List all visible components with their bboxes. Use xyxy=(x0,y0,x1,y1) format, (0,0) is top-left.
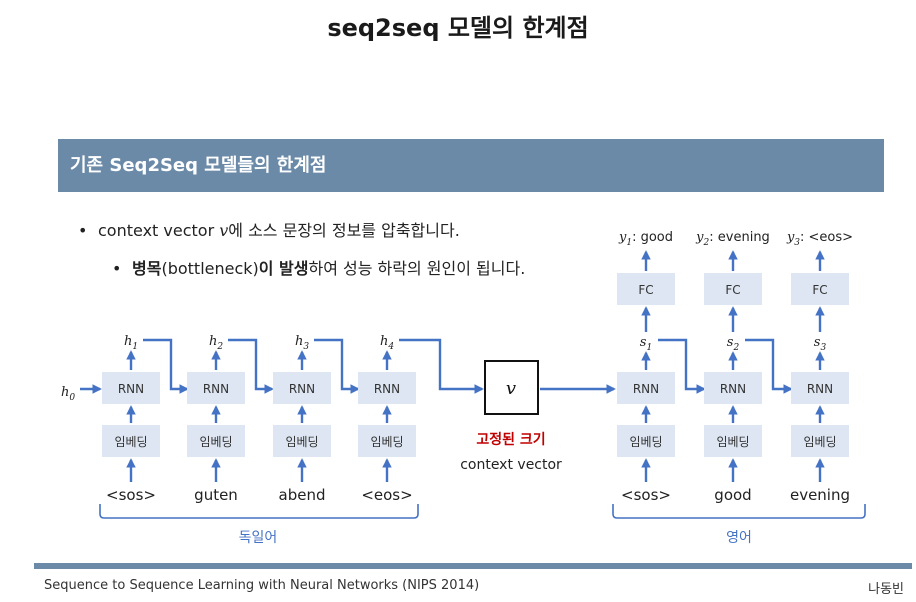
encoder-input-word: abend xyxy=(279,486,326,504)
decoder-output-label: y3: <eos> xyxy=(786,230,853,248)
section-banner: 기존 Seq2Seq 모델들의 한계점 xyxy=(58,139,884,192)
bullet2-bold2: 이 발생 xyxy=(258,259,309,278)
slide-title: seq2seq 모델의 한계점 xyxy=(327,14,589,42)
encoder-embed-box xyxy=(358,425,416,457)
decoder-rnn-label: RNN xyxy=(807,382,833,396)
decoder-rnn-label: RNN xyxy=(633,382,659,396)
decoder-output-label: y2: evening xyxy=(695,230,770,248)
decoder-rnn-box xyxy=(704,372,762,404)
decoder-state-label: s1 xyxy=(640,335,652,353)
decoder-input-word: evening xyxy=(790,486,850,504)
encoder-rnn-label: RNN xyxy=(118,382,144,396)
context-vector-symbol: v xyxy=(506,378,516,399)
bullet-bottleneck: • 병목(bottleneck)이 발생하여 성능 하락의 원인이 됩니다. xyxy=(112,255,525,279)
decoder-bracket xyxy=(612,504,866,519)
context-label-black: context vector xyxy=(460,457,562,473)
context-vector-box xyxy=(484,360,539,415)
footer-bar xyxy=(34,563,912,569)
encoder-embed-label: 임베딩 xyxy=(370,435,403,449)
encoder-rnn-box xyxy=(273,372,331,404)
bullet-dot: • xyxy=(112,259,122,278)
decoder-recurrent-arrow xyxy=(745,338,793,394)
decoder-embed-box xyxy=(704,425,762,457)
context-group: v 고정된 크기 context vector xyxy=(460,360,616,473)
encoder-recurrent-arrow xyxy=(314,338,360,394)
encoder-recurrent-arrow xyxy=(143,338,189,394)
encoder-embed-box xyxy=(102,425,160,457)
encoder-hidden-label: h3 xyxy=(295,334,309,352)
bullet1-pre: context vector xyxy=(98,221,220,240)
footer-citation: Sequence to Sequence Learning with Neura… xyxy=(44,578,480,593)
encoder-input-word: guten xyxy=(194,486,238,504)
encoder-language-label: 독일어 xyxy=(239,530,278,546)
footer-author: 나동빈 xyxy=(868,582,904,597)
decoder-embed-label: 임베딩 xyxy=(803,435,836,449)
bullet-context-vector: • context vector v에 소스 문장의 정보를 압축합니다. xyxy=(78,217,460,241)
decoder-state-label: s2 xyxy=(727,335,740,353)
decoder-output-label: y1: good xyxy=(618,230,673,248)
h0-label: h0 xyxy=(61,385,75,403)
decoder-fc-box xyxy=(617,273,675,305)
decoder-input-word: good xyxy=(714,486,751,504)
decoder-embed-label: 임베딩 xyxy=(716,435,749,449)
encoder-embed-label: 임베딩 xyxy=(199,435,232,449)
bullet2-bold: 병목 xyxy=(132,259,162,278)
encoder-hidden-label: h4 xyxy=(380,334,394,352)
decoder-recurrent-arrow xyxy=(658,338,706,394)
context-label-red: 고정된 크기 xyxy=(476,431,545,448)
encoder-input-word: <sos> xyxy=(106,486,156,504)
decoder-embed-box xyxy=(791,425,849,457)
encoder-rnn-box xyxy=(187,372,245,404)
bullet1-var: v xyxy=(219,221,229,240)
encoder-recurrent-arrow xyxy=(228,338,274,394)
bullet2-post: 하여 성능 하락의 원인이 됩니다. xyxy=(308,259,526,278)
decoder-rnn-box xyxy=(791,372,849,404)
decoder-fc-box xyxy=(791,273,849,305)
decoder-input-word: <sos> xyxy=(621,486,671,504)
encoder-rnn-box xyxy=(102,372,160,404)
encoder-hidden-label: h2 xyxy=(209,334,223,352)
encoder-rnn-label: RNN xyxy=(289,382,315,396)
encoder-hidden-label: h1 xyxy=(124,334,138,352)
decoder-fc-box xyxy=(704,273,762,305)
bullet-dot: • xyxy=(78,221,88,240)
encoder-bracket xyxy=(99,504,419,519)
decoder-state-label: s3 xyxy=(814,335,827,353)
encoder-embed-label: 임베딩 xyxy=(285,435,318,449)
encoder-to-context-arrow xyxy=(399,338,484,394)
decoder-fc-label: FC xyxy=(812,283,827,297)
decoder-rnn-box xyxy=(617,372,675,404)
encoder-embed-box xyxy=(273,425,331,457)
encoder-embed-label: 임베딩 xyxy=(114,435,147,449)
encoder-rnn-label: RNN xyxy=(374,382,400,396)
decoder-fc-label: FC xyxy=(725,283,740,297)
bullet1-post: 에 소스 문장의 정보를 압축합니다. xyxy=(228,221,460,240)
decoder-embed-box xyxy=(617,425,675,457)
decoder-rnn-label: RNN xyxy=(720,382,746,396)
decoder-fc-label: FC xyxy=(638,283,653,297)
encoder-rnn-label: RNN xyxy=(203,382,229,396)
encoder-input-word: <eos> xyxy=(361,486,412,504)
decoder-language-label: 영어 xyxy=(726,530,752,546)
bullet2-mid: (bottleneck) xyxy=(161,259,259,278)
encoder-rnn-box xyxy=(358,372,416,404)
decoder-embed-label: 임베딩 xyxy=(629,435,662,449)
encoder-embed-box xyxy=(187,425,245,457)
